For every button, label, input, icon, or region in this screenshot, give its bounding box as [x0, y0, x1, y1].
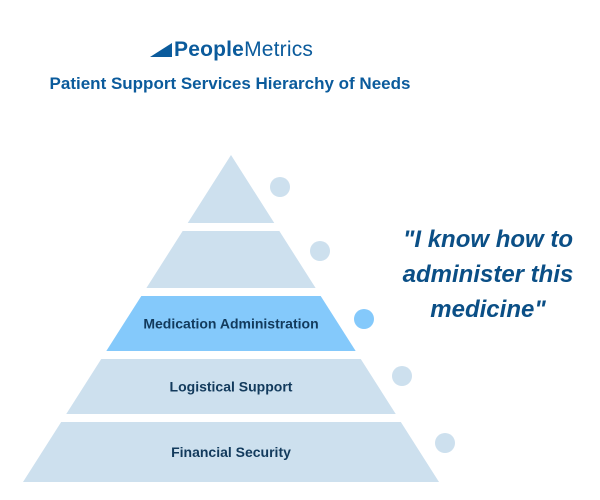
pyramid-tier-label-4: Logistical Support — [170, 379, 293, 395]
tier-marker-dot-2 — [310, 241, 330, 261]
brand-logo: PeopleMetrics — [150, 38, 313, 62]
logo-swoosh-icon — [150, 43, 172, 57]
pyramid-tier-3 — [106, 296, 356, 351]
pyramid-tier-2 — [146, 231, 316, 288]
pyramid-tier-label-5: Financial Security — [171, 444, 291, 460]
pyramid-tier-4 — [66, 359, 396, 414]
tier-marker-dot-3 — [354, 309, 374, 329]
tier-marker-dot-1 — [270, 177, 290, 197]
brand-name-bold: People — [174, 38, 245, 61]
brand-name: PeopleMetrics — [174, 38, 313, 62]
page-title: Patient Support Services Hierarchy of Ne… — [49, 74, 411, 93]
tier-marker-dot-4 — [392, 366, 412, 386]
pyramid-tier-5 — [23, 422, 439, 482]
brand-name-light: Metrics — [244, 38, 314, 61]
pyramid-tier-label-3: Medication Administration — [143, 316, 318, 332]
tier-quote: "I know how to administer this medicine" — [402, 226, 574, 323]
tier-marker-dot-5 — [435, 433, 455, 453]
pyramid-tier-1 — [187, 155, 275, 223]
